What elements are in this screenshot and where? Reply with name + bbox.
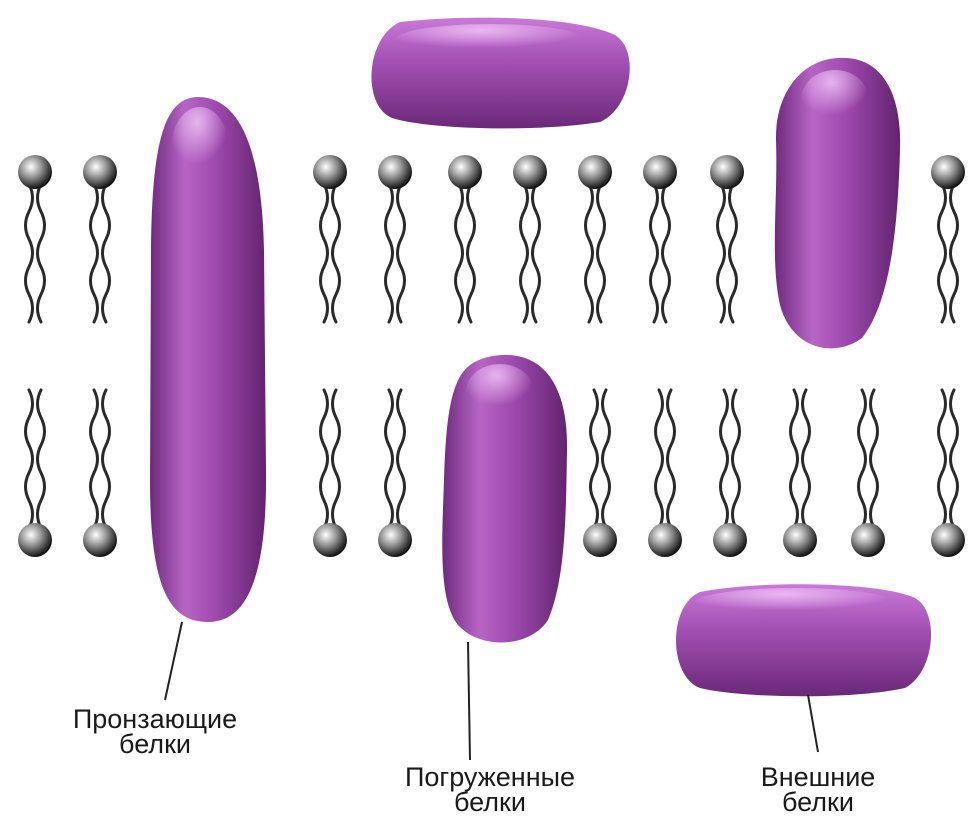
phospholipid: [783, 390, 817, 557]
phospholipid: [378, 390, 412, 557]
integral-protein-inner: [442, 355, 567, 642]
pointer-peripheral: [808, 695, 818, 752]
phospholipid: [583, 390, 617, 557]
phospholipid: [18, 155, 52, 322]
phospholipid: [931, 390, 965, 557]
phospholipid: [83, 155, 117, 322]
pointer-transmembrane: [165, 622, 182, 700]
phospholipid: [713, 390, 747, 557]
label-peripheral-line2: белки: [761, 790, 876, 815]
label-integral-proteins: Погруженные белки: [405, 765, 575, 815]
phospholipid: [313, 390, 347, 557]
label-peripheral-proteins: Внешние белки: [761, 765, 876, 815]
phospholipid: [643, 155, 677, 322]
phospholipid: [931, 155, 965, 322]
peripheral-protein-bottom: [676, 584, 931, 696]
label-transmembrane-proteins: Пронзающие белки: [73, 707, 237, 757]
phospholipid: [378, 155, 412, 322]
phospholipid: [578, 155, 612, 322]
phospholipid: [18, 390, 52, 557]
phospholipid: [710, 155, 744, 322]
peripheral-protein-top: [371, 18, 629, 129]
phospholipid: [313, 155, 347, 322]
transmembrane-protein: [150, 97, 266, 622]
phospholipid: [448, 155, 482, 322]
phospholipid: [83, 390, 117, 557]
phospholipid: [513, 155, 547, 322]
label-integral-line2: белки: [405, 790, 575, 815]
integral-protein-outer: [775, 58, 900, 349]
label-transmembrane-line2: белки: [73, 732, 237, 757]
phospholipid: [648, 390, 682, 557]
pointer-integral: [468, 642, 470, 760]
phospholipid: [851, 390, 885, 557]
